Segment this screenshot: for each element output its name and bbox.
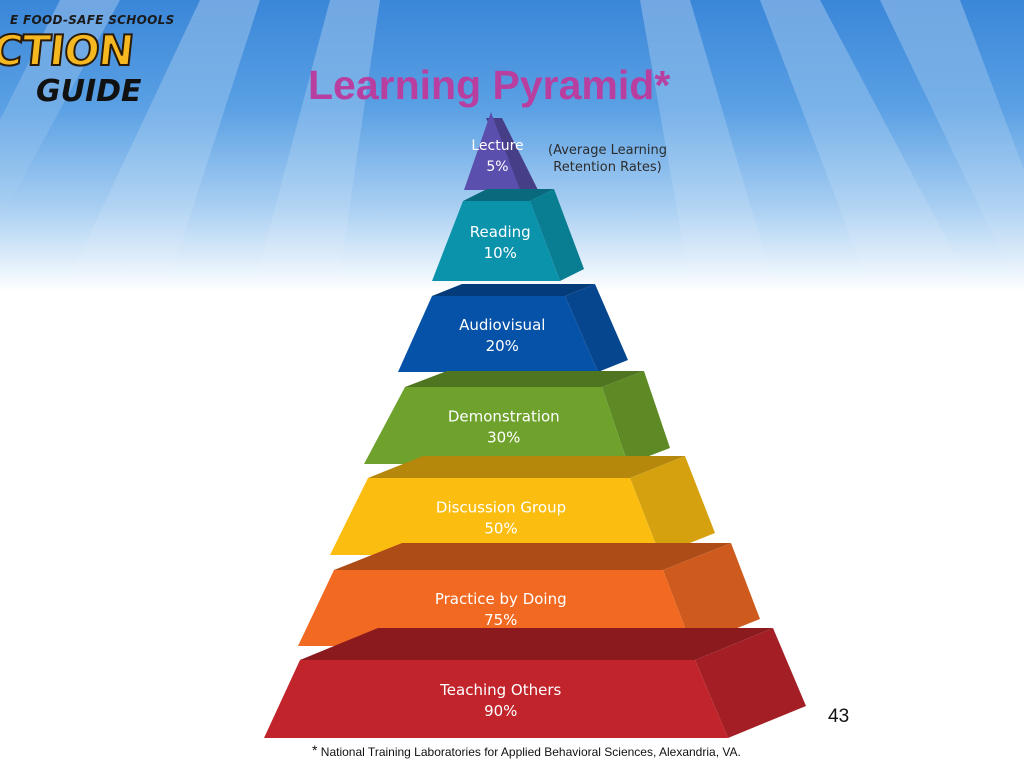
tier-practice-by-doing-label: Practice by Doing bbox=[435, 590, 567, 608]
footnote-marker: * bbox=[312, 742, 318, 758]
tier-reading-top bbox=[463, 189, 554, 201]
tier-audiovisual-label: Audiovisual bbox=[459, 316, 545, 334]
tier-discussion-group-side bbox=[630, 456, 715, 555]
tier-lecture-value: 5% bbox=[486, 159, 508, 175]
slide-title: Learning Pyramid* bbox=[308, 62, 671, 108]
retention-note-line2: Retention Rates) bbox=[553, 160, 662, 175]
tier-audiovisual-face bbox=[398, 296, 598, 372]
tier-teaching-others-top bbox=[300, 628, 773, 660]
tier-audiovisual-side bbox=[565, 284, 628, 372]
retention-note-line1: (Average Learning bbox=[548, 143, 668, 158]
tier-demonstration-side bbox=[602, 371, 670, 464]
tier-lecture-face bbox=[464, 112, 520, 190]
tier-discussion-group-label: Discussion Group bbox=[436, 499, 566, 517]
tier-teaching-others-value: 90% bbox=[484, 702, 517, 720]
tier-teaching-others-label: Teaching Others bbox=[439, 681, 561, 699]
page-number: 43 bbox=[828, 706, 850, 727]
tier-audiovisual-value: 20% bbox=[486, 337, 519, 355]
tier-teaching-others-side bbox=[695, 628, 806, 738]
tier-practice-by-doing-face bbox=[298, 570, 692, 646]
retention-note: (Average Learning Retention Rates) bbox=[548, 142, 667, 176]
tier-demonstration-value: 30% bbox=[487, 429, 520, 447]
footnote: * National Training Laboratories for App… bbox=[312, 742, 741, 759]
tier-reading-face bbox=[432, 201, 560, 281]
tier-demonstration-top bbox=[405, 371, 644, 387]
tier-discussion-group-face bbox=[330, 478, 660, 555]
tier-teaching-others-face bbox=[264, 660, 728, 738]
tier-reading-side bbox=[530, 189, 584, 281]
footnote-text: National Training Laboratories for Appli… bbox=[317, 745, 741, 759]
tier-practice-by-doing-top bbox=[334, 543, 731, 570]
tier-lecture-label: Lecture bbox=[471, 138, 523, 154]
logo-guide-word: GUIDE bbox=[36, 74, 142, 109]
tier-discussion-group-top bbox=[368, 456, 685, 478]
tier-audiovisual-top bbox=[432, 284, 595, 296]
logo-tagline: E FOOD-SAFE SCHOOLS bbox=[10, 13, 175, 27]
tier-reading-value: 10% bbox=[484, 244, 517, 262]
action-guide-logo: E FOOD-SAFE SCHOOLS CTION GUIDE bbox=[0, 0, 174, 115]
tier-demonstration-label: Demonstration bbox=[448, 408, 560, 426]
tier-reading-label: Reading bbox=[470, 223, 531, 241]
tier-discussion-group-value: 50% bbox=[484, 520, 517, 538]
tier-practice-by-doing-value: 75% bbox=[484, 611, 517, 629]
tier-demonstration-face bbox=[364, 387, 628, 464]
tier-practice-by-doing-side bbox=[663, 543, 760, 646]
